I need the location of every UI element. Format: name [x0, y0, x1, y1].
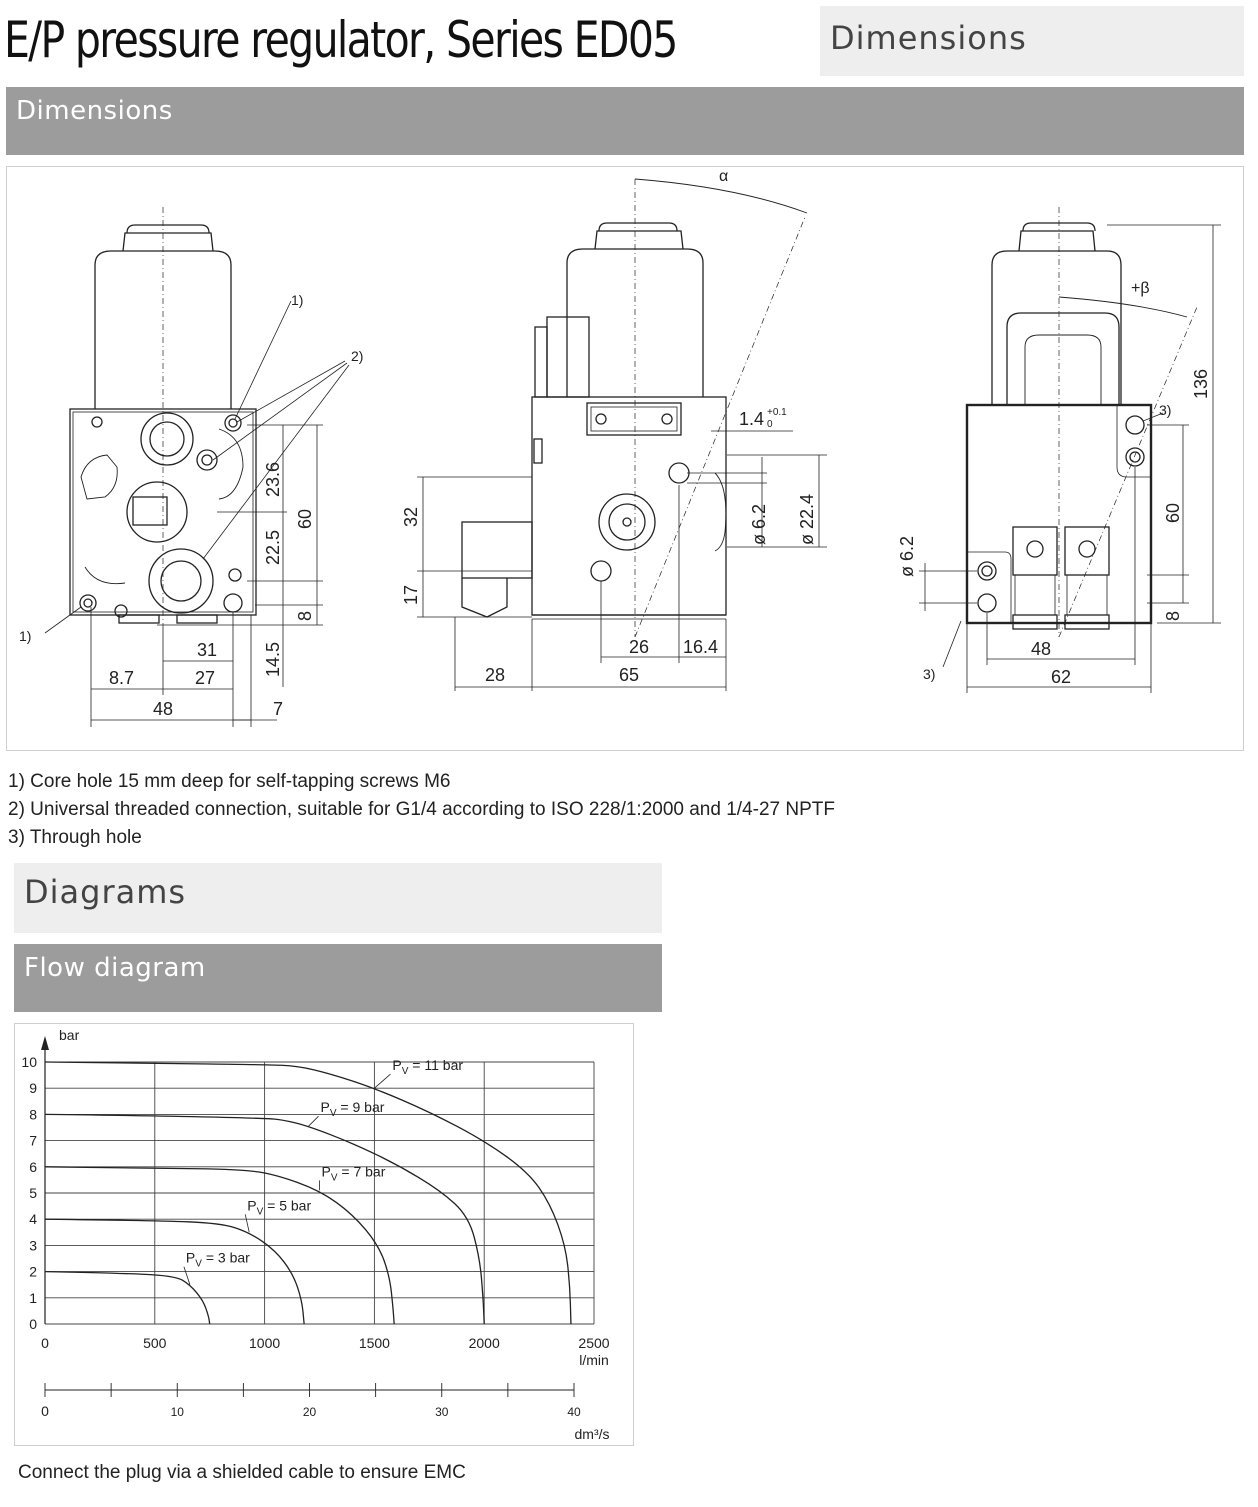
secondary-tick-label: 30 — [435, 1405, 449, 1419]
dim-7: 7 — [273, 699, 283, 719]
dimension-notes: 1) Core hole 15 mm deep for self-tapping… — [8, 768, 835, 852]
y-axis-label: bar — [59, 1027, 80, 1043]
dim-136: 136 — [1191, 369, 1211, 399]
series-leader — [183, 1266, 191, 1285]
callout-3-label: 3) — [1159, 402, 1171, 418]
dim-60-rear: 60 — [1163, 503, 1183, 523]
y-tick-label: 3 — [29, 1237, 37, 1253]
series-label: PV = 9 bar — [321, 1099, 385, 1119]
secondary-tick-label: 20 — [303, 1405, 317, 1419]
note-2: 2) Universal threaded connection, suitab… — [8, 799, 835, 820]
dimension-drawing-svg: 1) 2) 1) 3) 3) 23.6 22.5 60 8 14.5 31 8.… — [19, 168, 1221, 727]
dim-62: 62 — [1051, 667, 1071, 687]
flow-diagram-heading: Flow diagram — [14, 944, 662, 1012]
dim-8-rear: 8 — [1163, 611, 1183, 621]
dim-16-4: 16.4 — [683, 637, 718, 657]
y-axis-arrow — [41, 1036, 49, 1050]
dim-14-5: 14.5 — [263, 642, 283, 677]
y-tick-label: 9 — [29, 1080, 37, 1096]
series-line — [44, 1218, 305, 1325]
dim-65: 65 — [619, 665, 639, 685]
dim-22-5: 22.5 — [263, 530, 283, 565]
y-tick-label: 8 — [29, 1106, 37, 1122]
callout-2-label: 2) — [351, 348, 363, 364]
secondary-tick-label: 40 — [567, 1405, 581, 1419]
callout-1b-label: 1) — [19, 628, 31, 644]
emc-note: Connect the plug via a shielded cable to… — [18, 1462, 466, 1483]
page-title: E/P pressure regulator, Series ED05 — [4, 11, 678, 69]
dim-31: 31 — [197, 640, 217, 660]
dim-60-front: 60 — [295, 509, 315, 529]
dim-8-7: 8.7 — [109, 668, 134, 688]
callout-1-label: 1) — [291, 292, 303, 308]
series-label: PV = 11 bar — [392, 1057, 463, 1077]
x-tick-label: 2500 — [578, 1335, 609, 1351]
note-1: 1) Core hole 15 mm deep for self-tapping… — [8, 771, 451, 792]
dim-23-6: 23.6 — [263, 462, 283, 497]
dim-dia-22-4: ø 22.4 — [797, 494, 817, 545]
dim-28: 28 — [485, 665, 505, 685]
front-view — [44, 207, 350, 727]
rear-view — [919, 207, 1221, 693]
y-tick-label: 1 — [29, 1290, 37, 1306]
x-axis-label: l/min — [579, 1352, 609, 1368]
note-3: 3) Through hole — [8, 827, 142, 848]
flow-chart-svg: bar 0 1 2 3 4 5 6 7 8 9 10 0 500 1000 1500 2000 2500l/min… — [21, 1027, 610, 1442]
y-tick-label: 7 — [29, 1133, 37, 1149]
x-tick-label: 2000 — [469, 1335, 500, 1351]
dim-dia-6-2-rear: ø 6.2 — [897, 536, 917, 577]
x-tick-label: 0 — [41, 1335, 49, 1351]
x-tick-label: 1500 — [359, 1335, 390, 1351]
dim-1-4: 1.4 — [739, 409, 764, 429]
secondary-tick-label: 0 — [41, 1403, 49, 1419]
series-leader — [244, 1214, 250, 1233]
series-label: PV = 7 bar — [322, 1163, 386, 1183]
dimensions-heading: Dimensions — [6, 87, 1244, 155]
secondary-tick-label: 10 — [171, 1405, 185, 1419]
series-line — [44, 1166, 395, 1325]
diagrams-heading: Diagrams — [14, 863, 662, 933]
secondary-axis-label: dm³/s — [575, 1426, 610, 1442]
y-tick-label: 4 — [29, 1211, 37, 1227]
y-tick-label: 6 — [29, 1159, 37, 1175]
callout-3b-label: 3) — [923, 666, 935, 682]
alpha-angle: α — [719, 168, 728, 185]
dim-tol-lower: 0 — [767, 419, 773, 430]
dim-8-front: 8 — [295, 611, 315, 621]
y-tick-label: 2 — [29, 1264, 37, 1280]
y-tick-label: 0 — [29, 1316, 37, 1332]
dim-26: 26 — [629, 637, 649, 657]
dim-32: 32 — [401, 507, 421, 527]
dim-48-rear: 48 — [1031, 639, 1051, 659]
series-line — [44, 1270, 211, 1325]
side-view — [417, 178, 827, 691]
dim-dia-6-2-side: ø 6.2 — [749, 504, 769, 545]
dim-17: 17 — [401, 585, 421, 605]
series-leader — [374, 1073, 391, 1089]
title-section-badge: Dimensions — [820, 6, 1244, 76]
beta-angle: +β — [1131, 280, 1150, 297]
y-tick-label: 10 — [21, 1054, 37, 1070]
y-tick-label: 5 — [29, 1185, 37, 1201]
series-label: PV = 5 bar — [247, 1197, 311, 1217]
x-tick-label: 500 — [143, 1335, 167, 1351]
x-tick-label: 1000 — [249, 1335, 280, 1351]
dimension-drawing: 1) 2) 1) 3) 3) 23.6 22.5 60 8 14.5 31 8.… — [6, 166, 1244, 751]
series-leader — [308, 1115, 319, 1127]
dim-tol-upper: +0.1 — [767, 407, 787, 418]
series-line — [44, 1061, 572, 1325]
dim-27: 27 — [195, 668, 215, 688]
series-line — [44, 1113, 485, 1325]
series-label: PV = 3 bar — [186, 1250, 250, 1270]
dim-48-front: 48 — [153, 699, 173, 719]
